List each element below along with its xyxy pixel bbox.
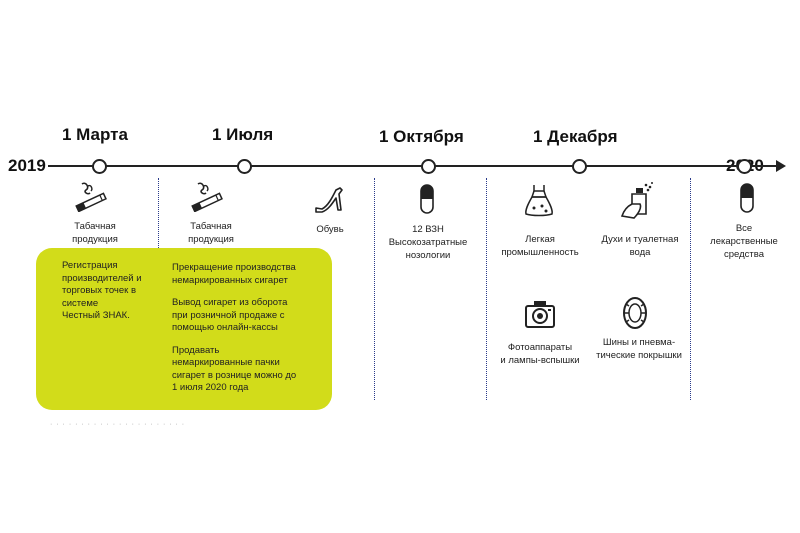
- timeline-node-2020: [737, 159, 752, 174]
- cigarette-icon: [75, 182, 107, 212]
- separator-line: [690, 178, 691, 400]
- cigarette-icon: [191, 182, 223, 212]
- separator-line: [486, 178, 487, 400]
- box-left-text: Регистрация производителей и торговых то…: [62, 260, 142, 321]
- box-right-text: Прекращение производства немаркированных…: [172, 262, 328, 405]
- pill-icon: [740, 183, 754, 213]
- timeline-node-december: [572, 159, 587, 174]
- perfume-icon: [620, 182, 653, 219]
- year-start: 2019: [8, 156, 46, 175]
- date-july: 1 Июля: [212, 125, 274, 144]
- box-paragraph: Вывод сигарет из оборота при розничной п…: [172, 297, 288, 333]
- timeline-axis: [48, 165, 780, 167]
- box-paragraph: Прекращение производства немаркированных…: [172, 262, 296, 286]
- label-tires: Шины и пневма- тические покрышки: [596, 337, 682, 361]
- faint-footnote: · · · · · · · · · · · · · · · · · · · · …: [50, 421, 186, 428]
- label-light-industry: Легкая промышленность: [501, 234, 579, 258]
- tire-icon: [623, 297, 647, 329]
- shoe-icon: [315, 187, 343, 213]
- box-paragraph: Продавать немаркированные пачки сигарет …: [172, 344, 297, 394]
- label-perfume: Духи и туалетная вода: [601, 234, 679, 258]
- highlight-box: [36, 248, 332, 410]
- label-medicines: Все лекарственные средства: [710, 223, 778, 260]
- date-october: 1 Октября: [379, 127, 464, 146]
- separator-line: [374, 178, 375, 400]
- label-tobacco-march: Табачная продукция: [72, 221, 118, 245]
- date-december: 1 Декабря: [533, 127, 618, 146]
- timeline-node-march: [92, 159, 107, 174]
- label-vzn: 12 ВЗН Высокозатратные нозологии: [388, 224, 468, 261]
- pill-icon: [420, 184, 434, 214]
- dress-icon: [525, 185, 553, 217]
- label-shoes: Обувь: [316, 224, 344, 235]
- label-cameras: Фотоаппараты и лампы-вспышки: [500, 342, 580, 366]
- label-tobacco-july: Табачная продукция: [188, 221, 234, 245]
- camera-icon: [525, 301, 555, 328]
- timeline-node-july: [237, 159, 252, 174]
- timeline-node-october: [421, 159, 436, 174]
- timeline-arrow-icon: [776, 160, 786, 172]
- date-march: 1 Марта: [62, 125, 128, 144]
